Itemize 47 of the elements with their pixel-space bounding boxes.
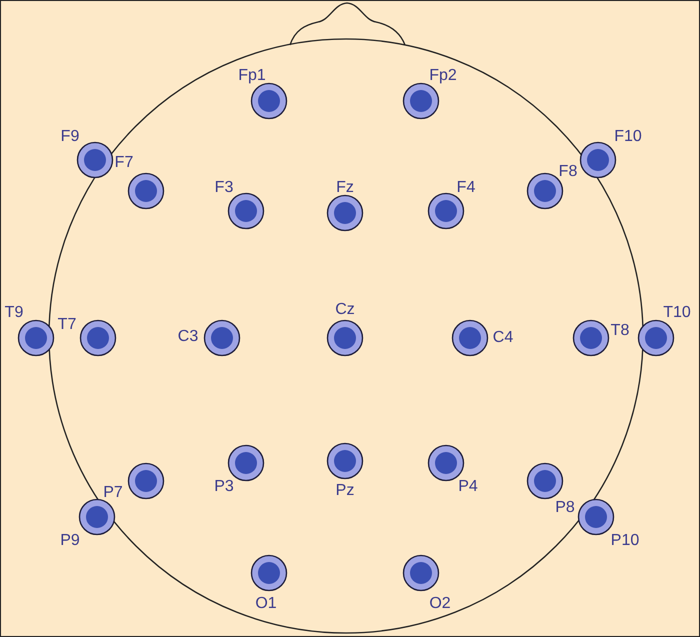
electrode-label: Cz — [335, 302, 355, 318]
electrode-label: P4 — [458, 479, 478, 495]
electrode-label: F10 — [614, 129, 642, 145]
electrode — [402, 554, 440, 592]
electrode-label: Fp2 — [429, 68, 457, 84]
electrode-label: F3 — [214, 180, 234, 196]
electrode-label: P10 — [610, 533, 640, 549]
electrode-label: F4 — [456, 180, 476, 196]
electrode-label: Fp1 — [238, 68, 266, 84]
electrode — [526, 462, 564, 500]
electrode-label: P8 — [555, 500, 575, 516]
electrode — [427, 444, 465, 482]
electrode — [579, 141, 617, 179]
electrode-label: F8 — [558, 164, 578, 180]
electrode-label: C3 — [178, 329, 198, 345]
electrode-label: T10 — [663, 305, 691, 321]
electrode-label: Pz — [336, 483, 354, 499]
electrode — [250, 554, 288, 592]
electrode — [76, 141, 114, 179]
electrode-label: C4 — [492, 330, 514, 346]
electrode-label: Fz — [336, 180, 354, 196]
electrode-label: O2 — [429, 596, 451, 612]
electrode-label: F7 — [114, 155, 134, 171]
electrode — [326, 194, 364, 232]
electrode — [250, 82, 288, 120]
electrode-label: P7 — [103, 485, 123, 501]
electrode — [227, 192, 265, 230]
electrode — [326, 319, 364, 357]
electrode — [79, 319, 117, 357]
electrode-label: P9 — [60, 533, 80, 549]
electrode — [127, 462, 165, 500]
electrode — [203, 319, 241, 357]
electrode — [427, 192, 465, 230]
electrode — [402, 82, 440, 120]
electrode — [572, 319, 610, 357]
electrode — [127, 172, 165, 210]
electrode — [78, 498, 116, 536]
electrode — [326, 442, 364, 480]
electrode-label: T9 — [4, 305, 24, 321]
electrode — [637, 319, 675, 357]
electrode-label: F9 — [60, 129, 80, 145]
electrode-label: T8 — [610, 323, 630, 339]
electrode-label: P3 — [214, 479, 234, 495]
electrode — [17, 319, 55, 357]
electrode-label: O1 — [255, 596, 277, 612]
electrode — [451, 319, 489, 357]
electrode-label: T7 — [58, 317, 76, 333]
